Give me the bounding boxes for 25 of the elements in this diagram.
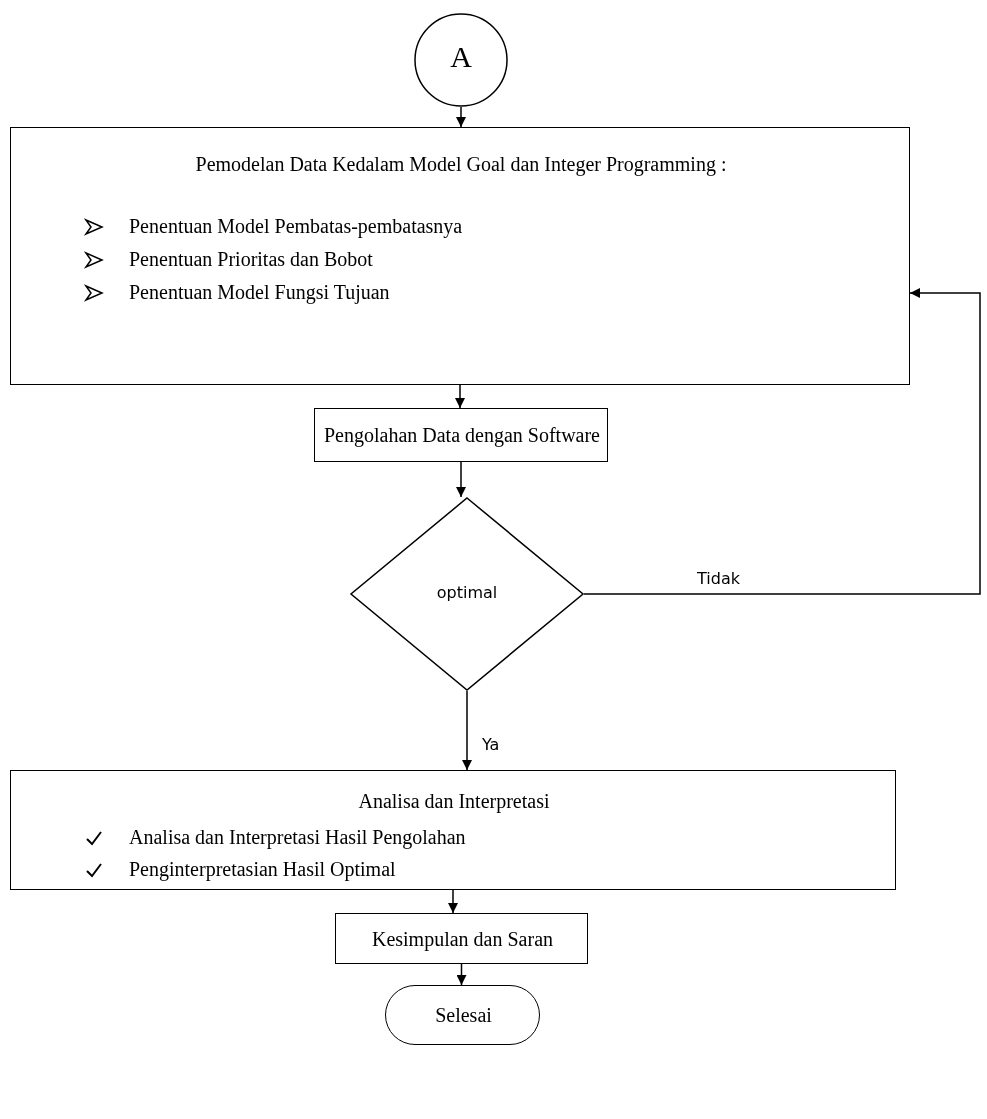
node-label: A: [449, 39, 473, 75]
process-box: [314, 408, 608, 462]
node-label: optimal: [435, 583, 499, 603]
node-label: Selesai: [434, 1003, 493, 1027]
process-box: [335, 913, 588, 964]
list-item: Penentuan Model Pembatas-pembatasnya: [129, 214, 463, 238]
arrow: [462, 690, 472, 771]
box-heading: Pemodelan Data Kedalam Model Goal dan Integer Programming :: [194, 152, 728, 176]
arrow: [448, 889, 458, 914]
arrow: [456, 106, 466, 128]
list-item: Penentuan Model Fungsi Tujuan: [129, 280, 390, 304]
node-label: Kesimpulan dan Saran: [370, 927, 555, 951]
list-item: Analisa dan Interpretasi Hasil Pengolahan: [129, 825, 466, 849]
arrow: [455, 384, 465, 409]
node-label: Pengolahan Data dengan Software: [323, 423, 601, 447]
process-box: [10, 127, 910, 385]
arrow: [456, 963, 467, 986]
box-heading: Analisa dan Interpretasi: [357, 789, 551, 813]
list-item: Penginterpretasian Hasil Optimal: [129, 857, 396, 881]
decision-diamond: [350, 497, 584, 691]
arrow: [456, 461, 466, 498]
arrow: [583, 288, 981, 595]
process-box: [10, 770, 896, 890]
list-item: Penentuan Prioritas dan Bobot: [129, 247, 373, 271]
connector-circle: [414, 13, 508, 107]
